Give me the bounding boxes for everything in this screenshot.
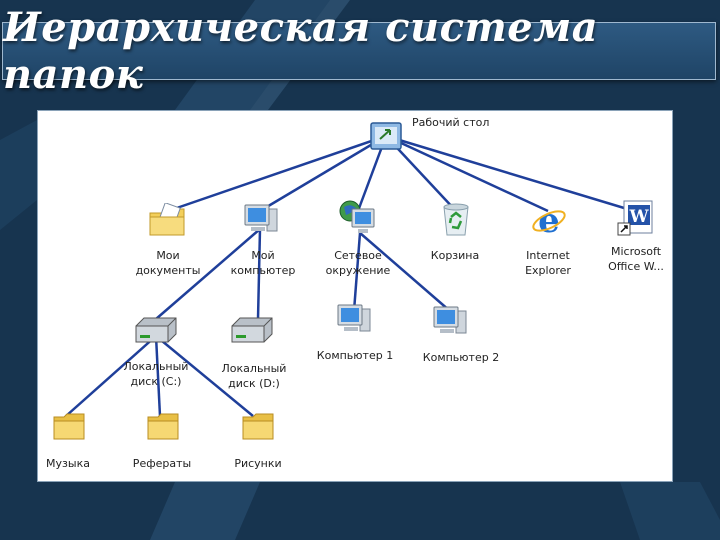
music-label: Музыка — [46, 457, 90, 470]
hierarchy-diagram: Рабочий стол Мои документы Мой компьютер… — [37, 110, 673, 482]
disk-d-icon[interactable] — [228, 316, 276, 346]
word-shortcut-icon[interactable]: W — [616, 199, 656, 237]
disk-d-label-2: диск (D:) — [228, 377, 280, 390]
reports-folder-icon[interactable] — [146, 411, 180, 443]
svg-text:e: e — [538, 201, 560, 239]
page-title: Иерархическая система папок — [3, 4, 599, 98]
my-computer-icon[interactable] — [241, 201, 281, 237]
internet-explorer-label-1: Internet — [526, 249, 570, 262]
word-label-1: Microsoft — [610, 245, 662, 258]
computer-2-label: Компьютер 2 — [422, 351, 500, 364]
my-documents-label-2: документы — [135, 264, 201, 277]
computer-1-icon[interactable] — [334, 301, 374, 337]
my-computer-label-1: Мой — [251, 249, 275, 262]
disk-c-icon[interactable] — [132, 316, 180, 346]
connector-lines — [65, 134, 635, 417]
my-computer-label-2: компьютер — [230, 264, 296, 277]
disk-d-label-1: Локальный — [221, 362, 287, 375]
desktop-label: Рабочий стол — [412, 116, 490, 129]
network-label-1: Сетевое — [334, 249, 382, 262]
my-documents-label-1: Мои — [156, 249, 180, 262]
word-label-2: Office W... — [608, 260, 664, 273]
pictures-label: Рисунки — [234, 457, 282, 470]
network-label-2: окружение — [325, 264, 391, 277]
computer-2-icon[interactable] — [430, 303, 470, 339]
my-documents-icon[interactable] — [148, 203, 186, 239]
internet-explorer-label-2: Explorer — [525, 264, 571, 277]
computer-1-label: Компьютер 1 — [316, 349, 394, 362]
disk-c-label-1: Локальный — [123, 360, 189, 373]
desktop-icon[interactable] — [368, 117, 404, 153]
pictures-folder-icon[interactable] — [241, 411, 275, 443]
disk-c-label-2: диск (C:) — [130, 375, 182, 388]
music-folder-icon[interactable] — [52, 411, 86, 443]
recycle-bin-icon[interactable] — [438, 201, 474, 239]
network-icon[interactable] — [338, 199, 380, 237]
internet-explorer-icon[interactable]: e — [530, 201, 568, 239]
svg-text:W: W — [628, 207, 649, 227]
recycle-bin-label: Корзина — [430, 249, 480, 262]
reports-label: Рефераты — [132, 457, 192, 470]
title-bar: Иерархическая система папок — [2, 4, 716, 98]
